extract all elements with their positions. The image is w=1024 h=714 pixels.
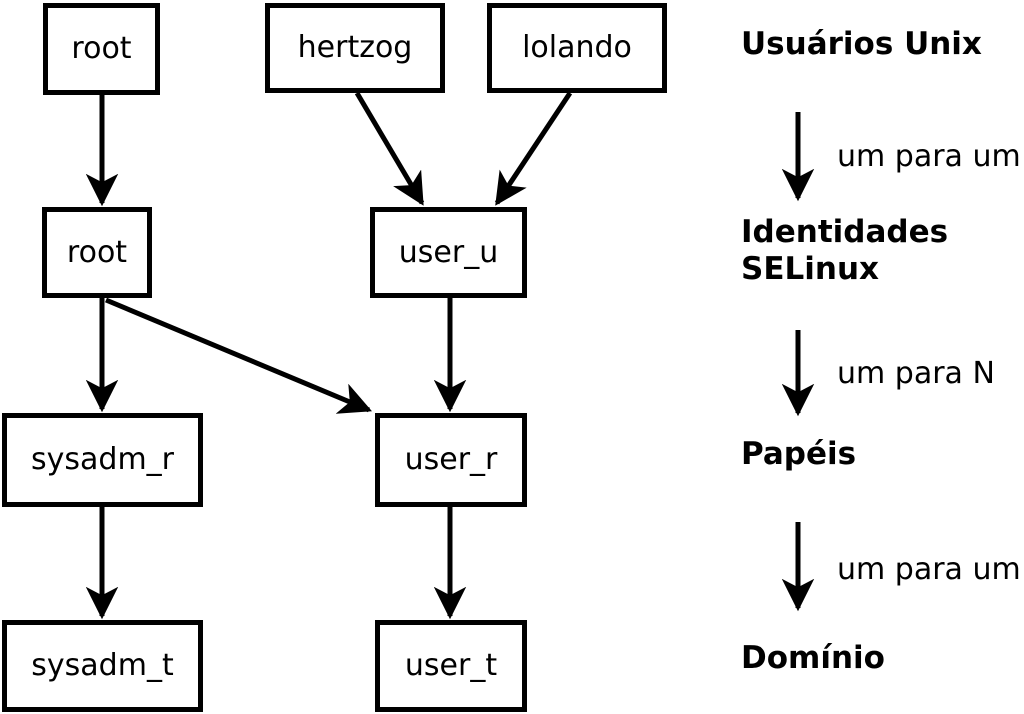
- edge-lolando-to-useru: [494, 91, 573, 206]
- edge-hertzog-to-useru: [354, 91, 425, 206]
- legend-level-identities-line2: SELinux: [741, 251, 880, 287]
- node-sysadm-t: sysadm_t: [2, 620, 203, 712]
- node-root-selinux: root: [42, 207, 152, 298]
- legend-arrow3-label: um para um: [837, 552, 1021, 587]
- edge-rootselinux-to-userr: [105, 297, 372, 414]
- node-user-u: user_u: [370, 207, 527, 298]
- node-lolando: lolando: [487, 3, 667, 93]
- legend-level-identities-line1: Identidades: [741, 214, 949, 250]
- node-sysadm-r: sysadm_r: [2, 413, 203, 507]
- legend-level-domain: Domínio: [741, 640, 885, 676]
- legend-level-roles: Papéis: [741, 436, 857, 472]
- node-user-t: user_t: [375, 620, 527, 712]
- legend-arrow1-label: um para um: [837, 139, 1021, 174]
- legend-arrow2-label: um para N: [837, 356, 995, 391]
- legend-level-unix-users: Usuários Unix: [741, 26, 982, 62]
- node-user-r: user_r: [375, 413, 527, 507]
- node-hertzog: hertzog: [265, 3, 445, 93]
- node-root-unix: root: [43, 3, 160, 95]
